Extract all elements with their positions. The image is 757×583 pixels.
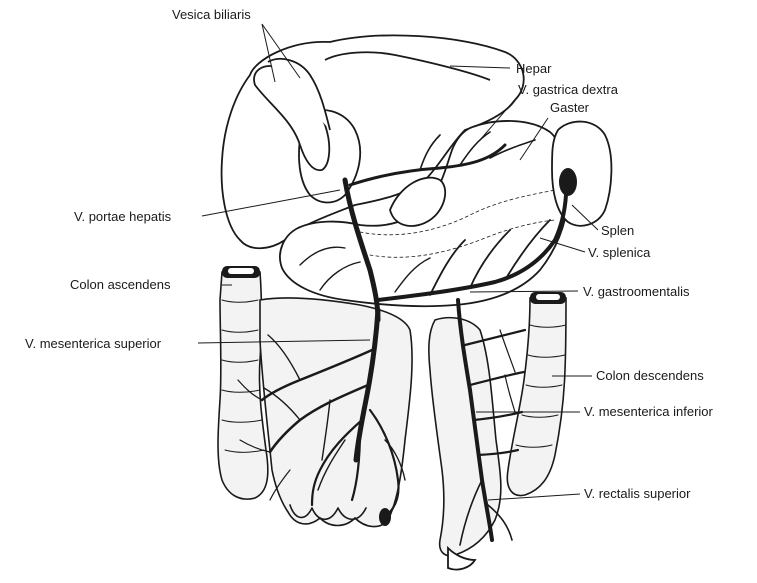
label-splen: Splen (601, 223, 635, 238)
label-v-splenica: V. splenica (588, 245, 651, 260)
label-v-gastroomentalis: V. gastroomentalis (583, 284, 690, 299)
label-v-gastrica-dextra: V. gastrica dextra (518, 82, 618, 97)
label-v-rectalis-superior: V. rectalis superior (584, 486, 691, 501)
gallbladder (253, 58, 331, 172)
label-colon-descendens: Colon descendens (596, 368, 704, 383)
label-colon-ascendens: Colon ascendens (70, 277, 171, 292)
label-v-mesenterica-inferior: V. mesenterica inferior (584, 404, 713, 419)
label-gaster: Gaster (550, 100, 590, 115)
portal-vein-system (237, 131, 568, 546)
descending-colon (506, 292, 567, 497)
small-intestine (259, 297, 413, 528)
label-hepar: Hepar (516, 61, 552, 76)
label-vesica-biliaris: Vesica biliaris (172, 7, 251, 22)
label-v-portae-hepatis: V. portae hepatis (74, 209, 172, 224)
spleen (551, 120, 613, 227)
leader-lines (197, 23, 599, 501)
label-v-mesenterica-superior: V. mesenterica superior (25, 336, 162, 351)
